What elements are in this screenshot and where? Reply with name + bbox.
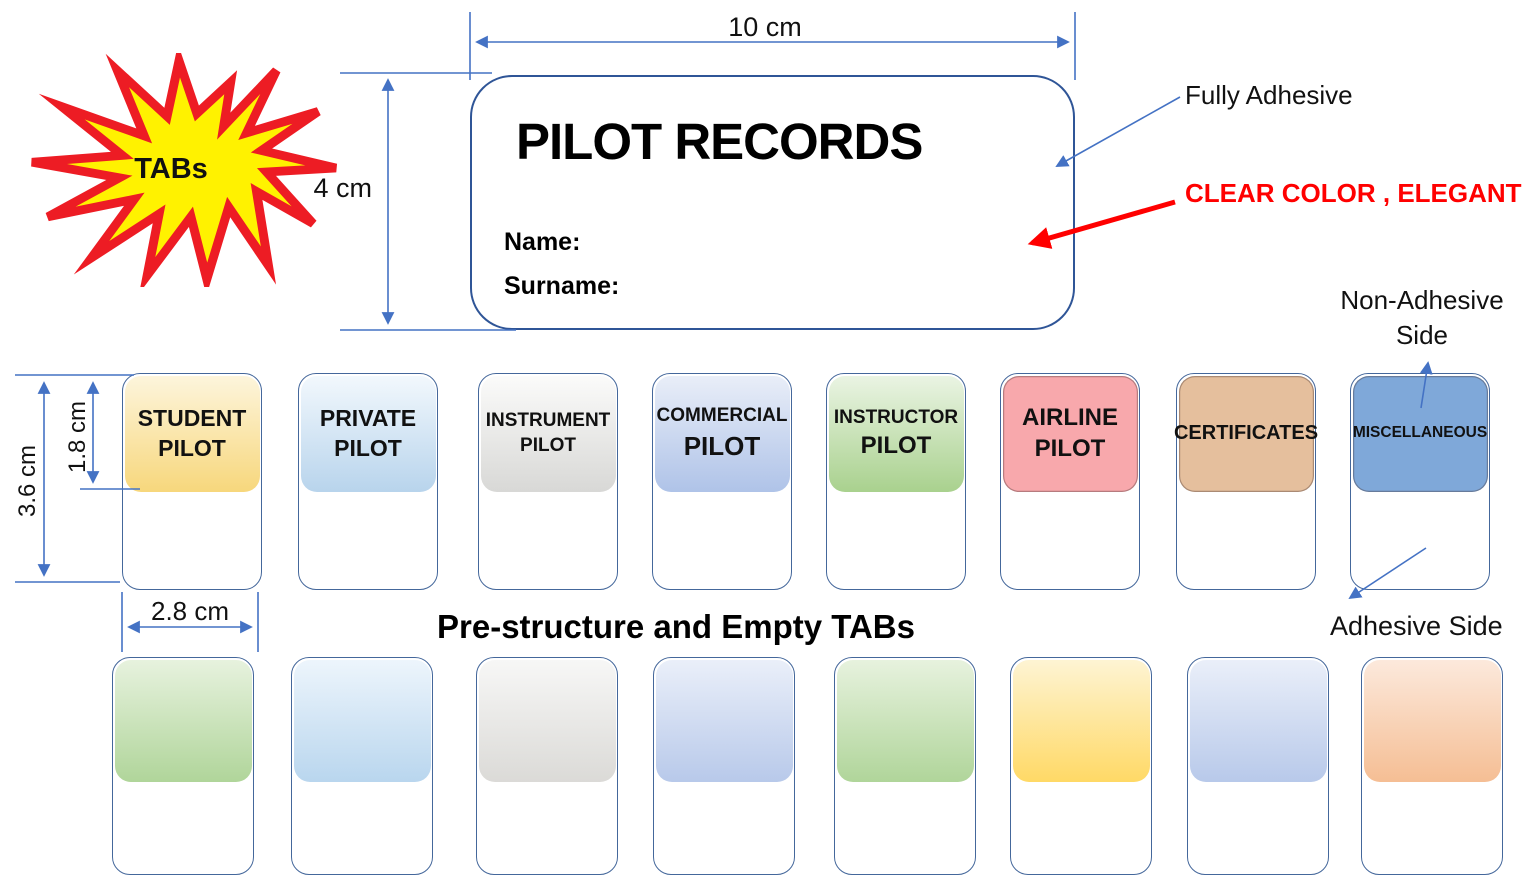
tab-student-pilot: STUDENT PILOT <box>122 373 262 590</box>
empty-tab-1-header <box>114 659 252 782</box>
dim-label-4cm: 4 cm <box>313 173 372 203</box>
surname-label: Surname: <box>504 272 620 300</box>
empty-tab-7-header <box>1189 659 1327 782</box>
tab-instrument-pilot: INSTRUMENT PILOT <box>478 373 618 590</box>
tabs-starburst <box>31 53 338 287</box>
tab-airline-pilot-header: AIRLINE PILOT <box>1002 375 1138 492</box>
empty-tab-8-header <box>1363 659 1501 782</box>
fully-adhesive-arrow <box>1055 96 1181 167</box>
empty-tab-3-header <box>478 659 616 782</box>
empty-tab-4 <box>653 657 795 875</box>
tab-label-line2: PILOT <box>1034 435 1106 462</box>
empty-tab-2 <box>291 657 433 875</box>
card-title: PILOT RECORDS <box>516 113 923 170</box>
empty-tab-6 <box>1010 657 1152 875</box>
tab-instrument-pilot-header: INSTRUMENT PILOT <box>480 375 616 492</box>
tab-airline-pilot: AIRLINE PILOT <box>1000 373 1140 590</box>
tab-commercial-pilot-header: COMMERCIAL PILOT <box>654 375 790 492</box>
tab-label-line2: PILOT <box>158 435 226 461</box>
tab-label-line2: PILOT <box>334 435 402 461</box>
empty-tab-5 <box>834 657 976 875</box>
dim-label-2-8cm: 2.8 cm <box>150 596 230 626</box>
clear-color-label: CLEAR COLOR , ELEGANT <box>1185 178 1522 208</box>
section-title: Pre-structure and Empty TABs <box>437 608 915 645</box>
name-label: Name: <box>504 228 581 256</box>
tab-label-line1: PRIVATE <box>319 404 417 431</box>
non-adhesive-line1: Non-Adhesive <box>1340 285 1504 315</box>
empty-tab-2-header <box>293 659 431 782</box>
pilot-records-card <box>470 75 1075 330</box>
non-adhesive-side-label: Non-Adhesive Side <box>1332 283 1512 353</box>
empty-tab-8 <box>1361 657 1503 875</box>
tab-instructor-pilot: INSTRUCTOR PILOT <box>826 373 966 590</box>
empty-tab-1 <box>112 657 254 875</box>
empty-tab-6-header <box>1012 659 1150 782</box>
tab-label-line2: PILOT <box>520 435 576 456</box>
tab-instructor-pilot-header: INSTRUCTOR PILOT <box>828 375 964 492</box>
tab-label-line1: MISCELLANEOUS <box>1352 424 1488 442</box>
empty-tab-5-header <box>836 659 974 782</box>
tab-label-line1: CERTIFICATES <box>1173 421 1319 444</box>
tab-private-pilot: PRIVATE PILOT <box>298 373 438 590</box>
adhesive-side-label: Adhesive Side <box>1330 611 1503 641</box>
tab-label-line1: INSTRUCTOR <box>833 406 959 428</box>
tabs-burst-label: TABs <box>134 153 208 185</box>
tab-private-pilot-header: PRIVATE PILOT <box>300 375 436 492</box>
tab-student-pilot-header: STUDENT PILOT <box>124 375 260 492</box>
tab-label-line2: PILOT <box>860 432 932 460</box>
tab-label-line1: INSTRUMENT <box>485 409 611 431</box>
empty-tab-4-header <box>655 659 793 782</box>
empty-tab-3 <box>476 657 618 875</box>
tab-miscellaneous: MISCELLANEOUS <box>1350 373 1490 590</box>
empty-tab-7 <box>1187 657 1329 875</box>
tab-label-line1: AIRLINE <box>1022 403 1118 431</box>
tab-certificates: CERTIFICATES <box>1174 373 1318 590</box>
tab-certificates-header: CERTIFICATES <box>1174 375 1318 492</box>
dim-label-10cm: 10 cm <box>728 12 802 42</box>
tab-label-line2: PILOT <box>683 430 761 461</box>
non-adhesive-line2: Side <box>1395 320 1449 350</box>
tab-label-line1: COMMERCIAL <box>656 405 788 427</box>
dim-label-3-6cm: 3.6 cm <box>14 444 41 518</box>
tab-label-line1: STUDENT <box>137 404 247 431</box>
starburst-shape <box>31 53 338 287</box>
fully-adhesive-label: Fully Adhesive <box>1185 80 1353 110</box>
dim-label-1-8cm: 1.8 cm <box>64 400 91 474</box>
tab-miscellaneous-header: MISCELLANEOUS <box>1352 375 1488 492</box>
tab-commercial-pilot: COMMERCIAL PILOT <box>652 373 792 590</box>
